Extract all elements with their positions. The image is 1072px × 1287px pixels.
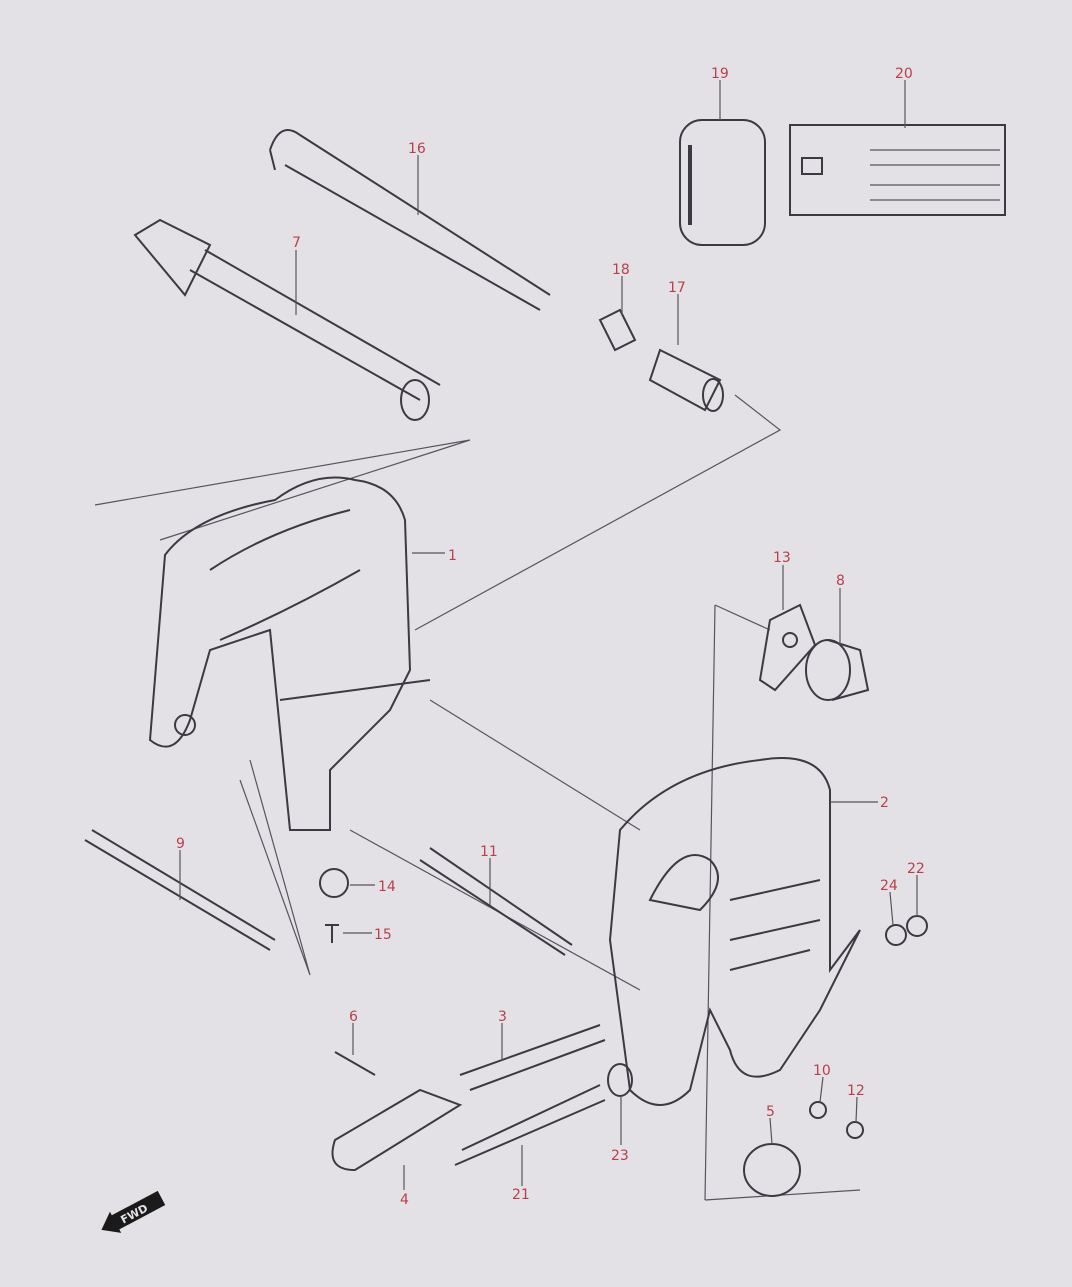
part-24-washer bbox=[885, 924, 907, 946]
part-7-tube bbox=[133, 218, 441, 421]
label-21: 21 bbox=[512, 1187, 530, 1203]
label-3: 3 bbox=[498, 1009, 507, 1025]
part-5-ring bbox=[743, 1143, 801, 1197]
part-20-plate bbox=[789, 124, 1006, 216]
label-18: 18 bbox=[612, 262, 630, 278]
part-6-pin bbox=[334, 1051, 376, 1076]
part-13-plate bbox=[758, 603, 817, 692]
part-1-bracket bbox=[148, 476, 431, 831]
label-4: 4 bbox=[400, 1192, 409, 1208]
part-22-nut bbox=[906, 915, 928, 937]
leader-lines bbox=[179, 80, 918, 1190]
part-11-pin bbox=[419, 847, 573, 956]
label-2: 2 bbox=[880, 795, 889, 811]
label-17: 17 bbox=[668, 280, 686, 296]
part-16-rod bbox=[269, 129, 551, 311]
label-6: 6 bbox=[349, 1009, 358, 1025]
label-7: 7 bbox=[292, 235, 301, 251]
label-23: 23 bbox=[611, 1148, 629, 1164]
label-16: 16 bbox=[408, 141, 426, 157]
label-1: 1 bbox=[448, 548, 457, 564]
part-8-nut bbox=[805, 639, 870, 701]
part-9-bolt bbox=[84, 829, 276, 951]
label-8: 8 bbox=[836, 573, 845, 589]
label-24: 24 bbox=[880, 878, 898, 894]
label-15: 15 bbox=[374, 927, 392, 943]
part-19-decal bbox=[679, 119, 766, 246]
part-21-bolt bbox=[454, 1084, 606, 1166]
label-12: 12 bbox=[847, 1083, 865, 1099]
part-3-shaft bbox=[459, 1024, 606, 1091]
part-4-lever bbox=[331, 1088, 463, 1172]
label-9: 9 bbox=[176, 836, 185, 852]
part-17-18-collar-spring bbox=[598, 308, 724, 412]
label-19: 19 bbox=[711, 66, 729, 82]
label-10: 10 bbox=[813, 1063, 831, 1079]
label-11: 11 bbox=[480, 844, 498, 860]
part-2-bracket bbox=[608, 757, 861, 1106]
label-13: 13 bbox=[773, 550, 791, 566]
part-15-screw bbox=[325, 924, 339, 943]
label-20: 20 bbox=[895, 66, 913, 82]
label-5: 5 bbox=[766, 1104, 775, 1120]
part-10-nut bbox=[809, 1101, 827, 1119]
label-22: 22 bbox=[907, 861, 925, 877]
part-labels: 19 20 16 7 18 17 1 13 8 2 9 11 14 15 24 … bbox=[176, 66, 925, 1208]
part-14-bushing bbox=[319, 868, 349, 898]
label-14: 14 bbox=[378, 879, 396, 895]
part-23-washer bbox=[607, 1063, 633, 1097]
fwd-arrow-icon: FWD bbox=[101, 1190, 166, 1233]
part-12-nut bbox=[846, 1121, 864, 1139]
guide-lines bbox=[94, 394, 861, 1201]
